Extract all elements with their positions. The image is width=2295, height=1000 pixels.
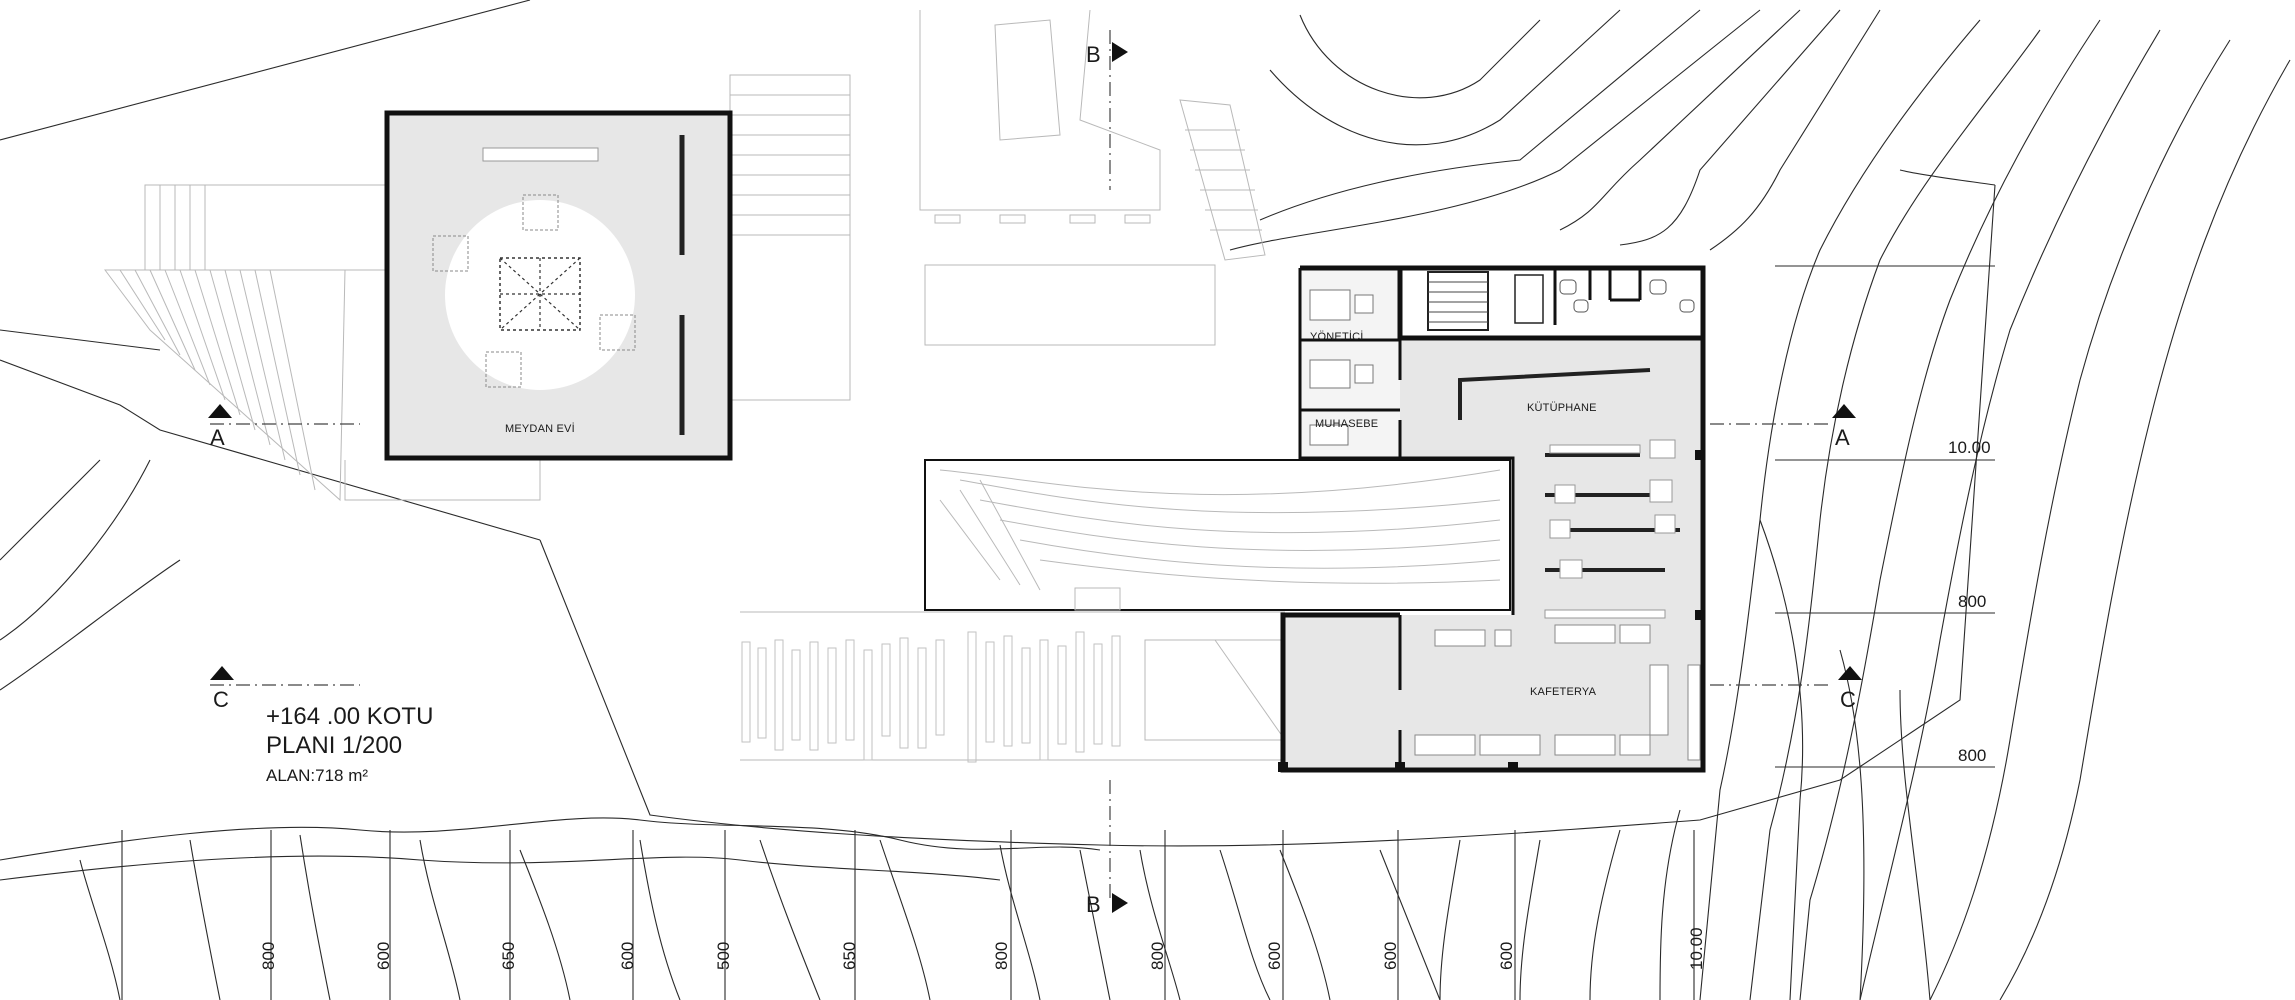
sheet-title-level: +164 .00 KOTU: [266, 703, 433, 730]
site-boundary: [0, 0, 1996, 847]
elevation-label-bottom-7: 800: [992, 942, 1011, 970]
sheet-area-label: ALAN:718 m²: [266, 766, 368, 785]
elevation-label-bottom-3: 650: [499, 942, 518, 970]
room-label-kutuphane: KÜTÜPHANE: [1527, 402, 1597, 414]
existing-building-outlines: [919, 9, 1266, 346]
section-mark-b-top: B: [1086, 42, 1101, 67]
section-mark-b-bottom: B: [1086, 892, 1101, 917]
section-mark-c-left: C: [213, 687, 229, 712]
elevation-lines-right: [1775, 265, 1995, 768]
sheet-title-scale: PLANI 1/200: [266, 732, 402, 759]
elevation-label-bottom-8: 800: [1148, 942, 1167, 970]
section-lines: [208, 30, 1862, 913]
elevation-label-bottom-9: 600: [1265, 942, 1284, 970]
stepped-ramp-left: [104, 74, 851, 502]
elevation-label-bottom-4: 600: [618, 942, 637, 970]
plaza-walkway: [740, 611, 1286, 761]
elevation-label-bottom-5: 500: [714, 942, 733, 970]
room-label-meydan-evi: MEYDAN EVİ: [505, 422, 575, 435]
elevation-label-right-2: 800: [1958, 592, 1986, 611]
section-mark-a-right: A: [1835, 425, 1850, 450]
section-mark-a-left: A: [210, 425, 225, 450]
elevation-ticks-bottom: [121, 830, 1695, 1000]
elevation-label-right-3: 800: [1958, 746, 1986, 765]
elevation-label-bottom-11: 600: [1497, 942, 1516, 970]
contour-lines-right: [1229, 9, 2291, 1000]
meydan-evi-pavilion: MEYDAN EVİ: [384, 110, 733, 461]
main-building: YÖNETİCİ MUHASEBE KÜTÜPHANE KAFETERYA: [1278, 265, 1706, 773]
elevation-label-bottom-1: 800: [259, 942, 278, 970]
elevation-label-bottom-10: 600: [1381, 942, 1400, 970]
room-label-muhasebe: MUHASEBE: [1315, 418, 1378, 430]
elevation-labels-bottom: 800 600 650 600 500 650 800 800 600 600 …: [259, 927, 1706, 970]
elevation-label-right-1: 10.00: [1948, 438, 1991, 457]
amphitheatre-terraces: [924, 459, 1511, 611]
landscape-benches: [741, 631, 1121, 763]
contour-lines-bottom: [0, 459, 1681, 1000]
elevation-label-bottom-12: 10.00: [1687, 927, 1706, 970]
room-label-kafeterya: KAFETERYA: [1530, 686, 1597, 698]
elevation-label-bottom-6: 650: [840, 942, 859, 970]
room-label-yonetici: YÖNETİCİ: [1310, 330, 1364, 343]
section-mark-c-right: C: [1840, 687, 1856, 712]
elevation-label-bottom-2: 600: [374, 942, 393, 970]
